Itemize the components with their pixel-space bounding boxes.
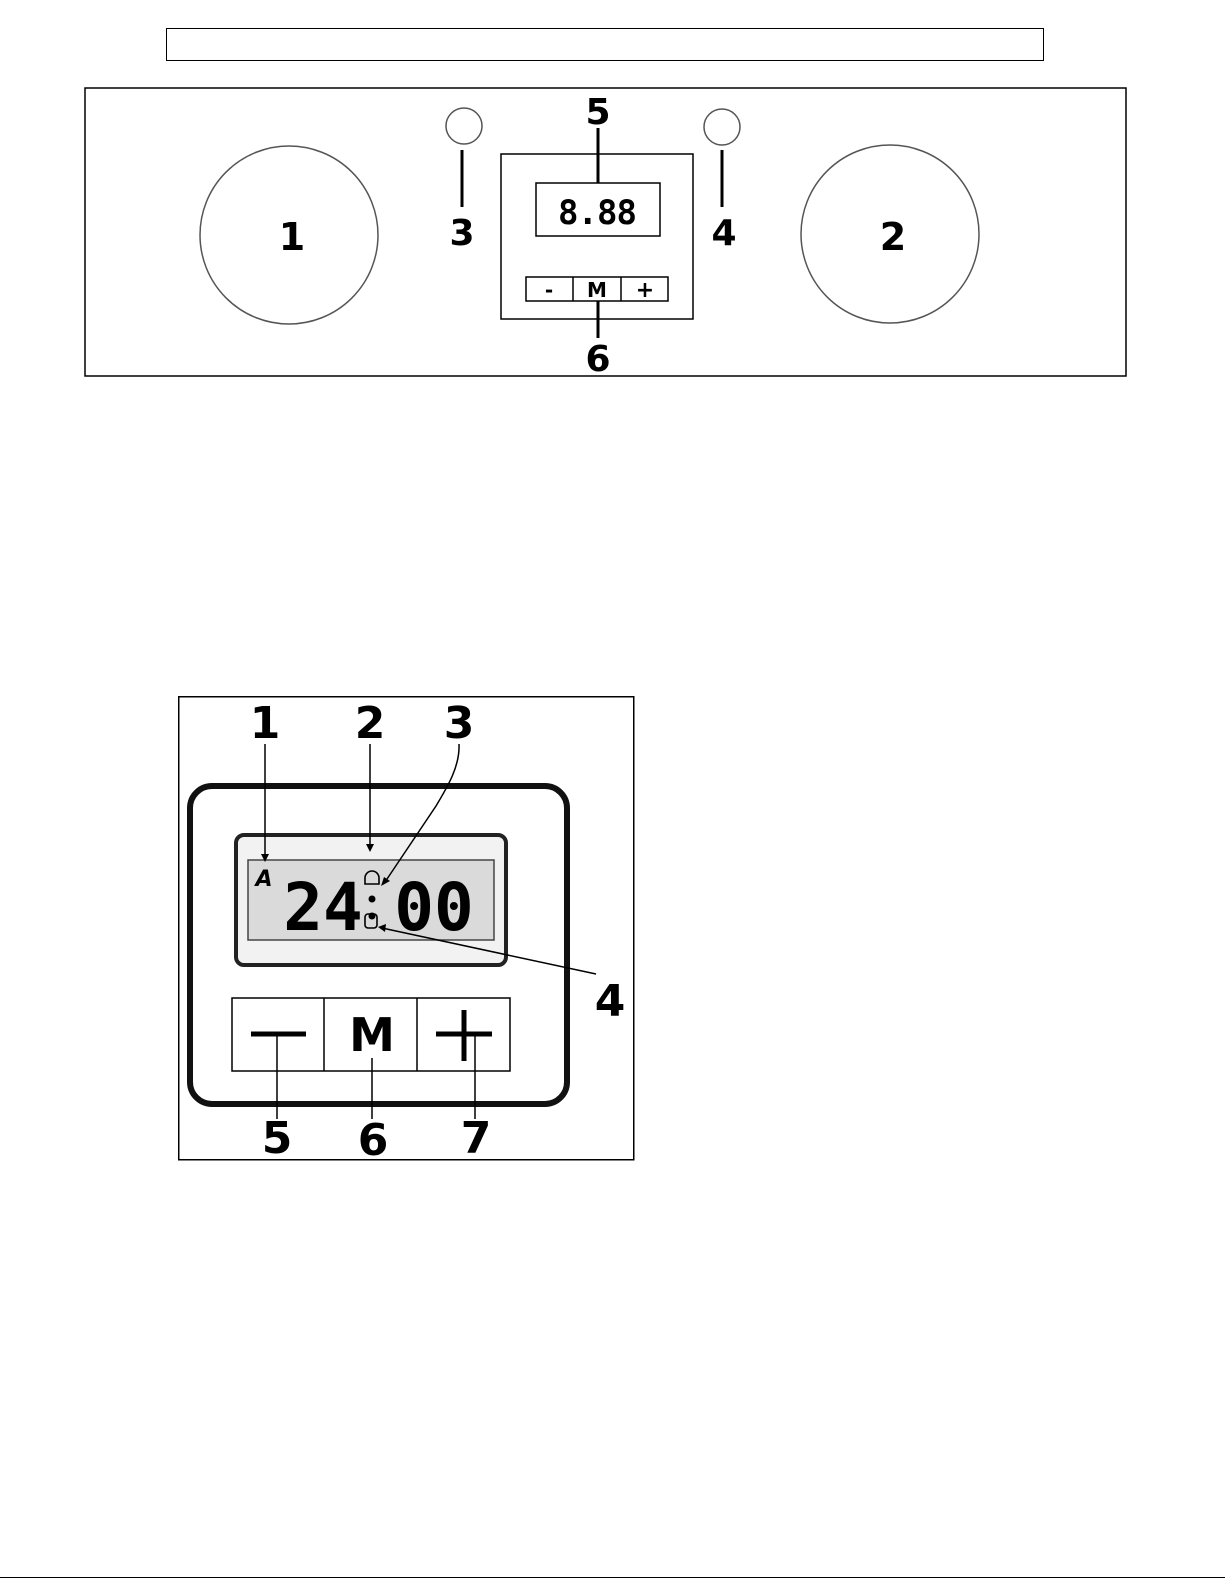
callout-5: 5 xyxy=(262,1113,293,1161)
button-m-small: M xyxy=(587,278,607,302)
button-minus-small: - xyxy=(545,278,553,302)
auto-symbol: A xyxy=(253,867,272,892)
closeup-button-m: M xyxy=(349,1008,395,1062)
bottom-rule xyxy=(0,1577,1225,1578)
indicator-left-label: 3 xyxy=(449,213,474,254)
colon-dot-top xyxy=(369,896,376,903)
knob-left-label: 1 xyxy=(279,215,305,259)
callout-3: 3 xyxy=(444,698,475,749)
timer-closeup-diagram: 1 2 3 4 A 24 00 M 5 6 7 xyxy=(178,696,635,1161)
buttons-label: 6 xyxy=(585,339,610,380)
indicator-lamp-right xyxy=(704,109,740,145)
control-panel-diagram: 1 2 3 4 5 8.88 - M + 6 xyxy=(0,0,1225,400)
indicator-lamp-left xyxy=(446,108,482,144)
display-label: 5 xyxy=(585,92,610,133)
callout-1: 1 xyxy=(250,698,281,749)
callout-7: 7 xyxy=(461,1113,492,1161)
knob-right-label: 2 xyxy=(880,215,906,259)
button-plus-small: + xyxy=(636,278,654,303)
display-text: 8.88 xyxy=(558,193,636,233)
indicator-right-label: 4 xyxy=(711,213,736,254)
callout-6: 6 xyxy=(358,1115,389,1161)
callout-4: 4 xyxy=(595,976,626,1027)
callout-2: 2 xyxy=(355,698,386,749)
lcd-hours: 24 xyxy=(283,869,362,946)
lcd-minutes: 00 xyxy=(394,869,473,946)
